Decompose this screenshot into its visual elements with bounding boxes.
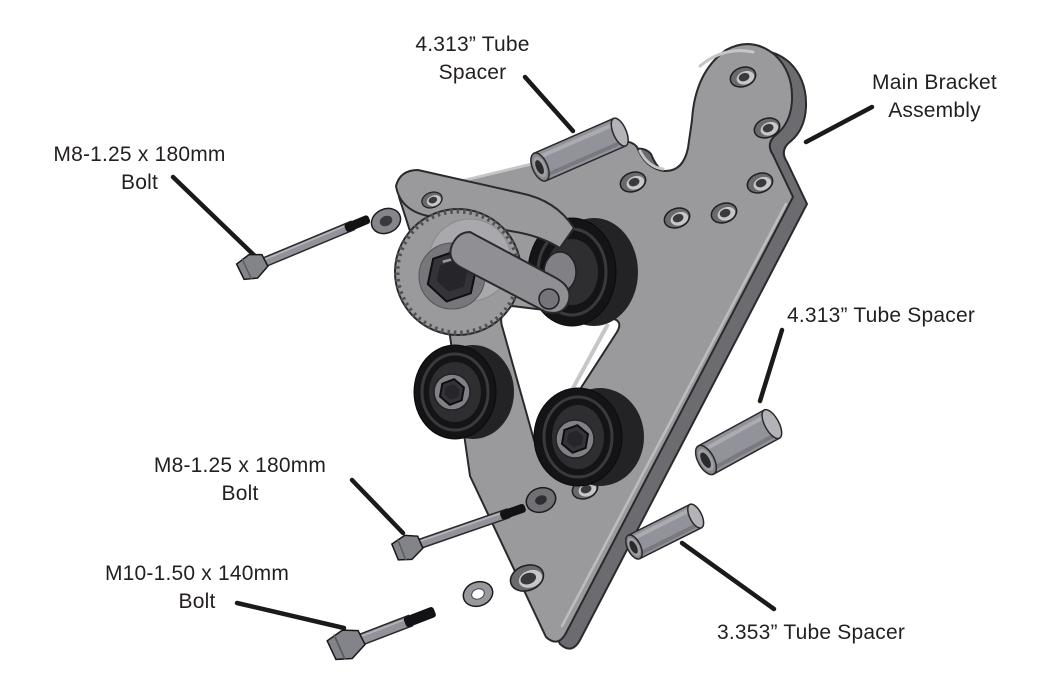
tube-spacer-top-part <box>530 117 629 182</box>
leader-line-m10 <box>234 600 347 631</box>
leader-line-m8-upper <box>170 174 261 262</box>
bracket-hole <box>746 172 774 194</box>
tensioner-assembly <box>394 168 576 336</box>
arm-pivot-pin <box>538 288 560 310</box>
bracket-hole <box>753 117 781 139</box>
label-tube-spacer-bottom: 3.353” Tube Spacer <box>716 621 906 644</box>
bracket-tip-hole <box>509 564 545 592</box>
washer-middle <box>525 486 557 514</box>
bracket-hole <box>619 171 647 193</box>
leader-line-main-bracket <box>803 104 875 145</box>
washer-upper <box>370 207 402 235</box>
label-m8-bolt-lower: M8-1.25 x 180mm Bolt <box>153 454 327 505</box>
m8-bolt-upper-part <box>235 215 371 281</box>
leader-line-tube-spacer-bottom <box>679 540 777 612</box>
label-main-bracket-assembly: Main Bracket Assembly <box>872 71 997 122</box>
label-m10-bolt: M10-1.50 x 140mm Bolt <box>104 562 290 613</box>
idler-roller-left <box>413 344 514 440</box>
tube-spacer-bottom-part <box>625 503 705 560</box>
leader-lines <box>170 74 875 631</box>
label-m8-bolt-upper: M8-1.25 x 180mm Bolt <box>53 143 226 194</box>
leader-line-tube-spacer-top <box>522 74 576 134</box>
ear-hole <box>421 191 443 209</box>
roller-center-bolt <box>438 378 466 406</box>
bracket-hole <box>663 207 691 229</box>
tensioner-ear-plate <box>394 168 576 250</box>
m8-bolt-lower-part <box>390 503 526 561</box>
leader-line-m8-lower <box>349 477 406 536</box>
bracket-lobe-bevel <box>698 49 755 68</box>
bracket-hole <box>729 66 757 88</box>
bracket-notch-bevel <box>638 149 665 171</box>
label-tube-spacer-top: 4.313” Tube Spacer <box>415 33 530 84</box>
tensioner-arm <box>449 230 571 314</box>
roller-center-bolt <box>560 424 590 454</box>
m10-bolt-part <box>326 607 436 661</box>
bracket-right-bevel <box>560 202 788 628</box>
bracket-hole <box>710 202 738 224</box>
idler-roller-bottom <box>533 387 644 487</box>
tube-spacer-right-part <box>694 408 783 476</box>
leader-line-tube-spacer-right <box>757 327 785 404</box>
label-tube-spacer-right: 4.313” Tube Spacer <box>786 304 976 327</box>
washer-lower <box>462 580 494 608</box>
